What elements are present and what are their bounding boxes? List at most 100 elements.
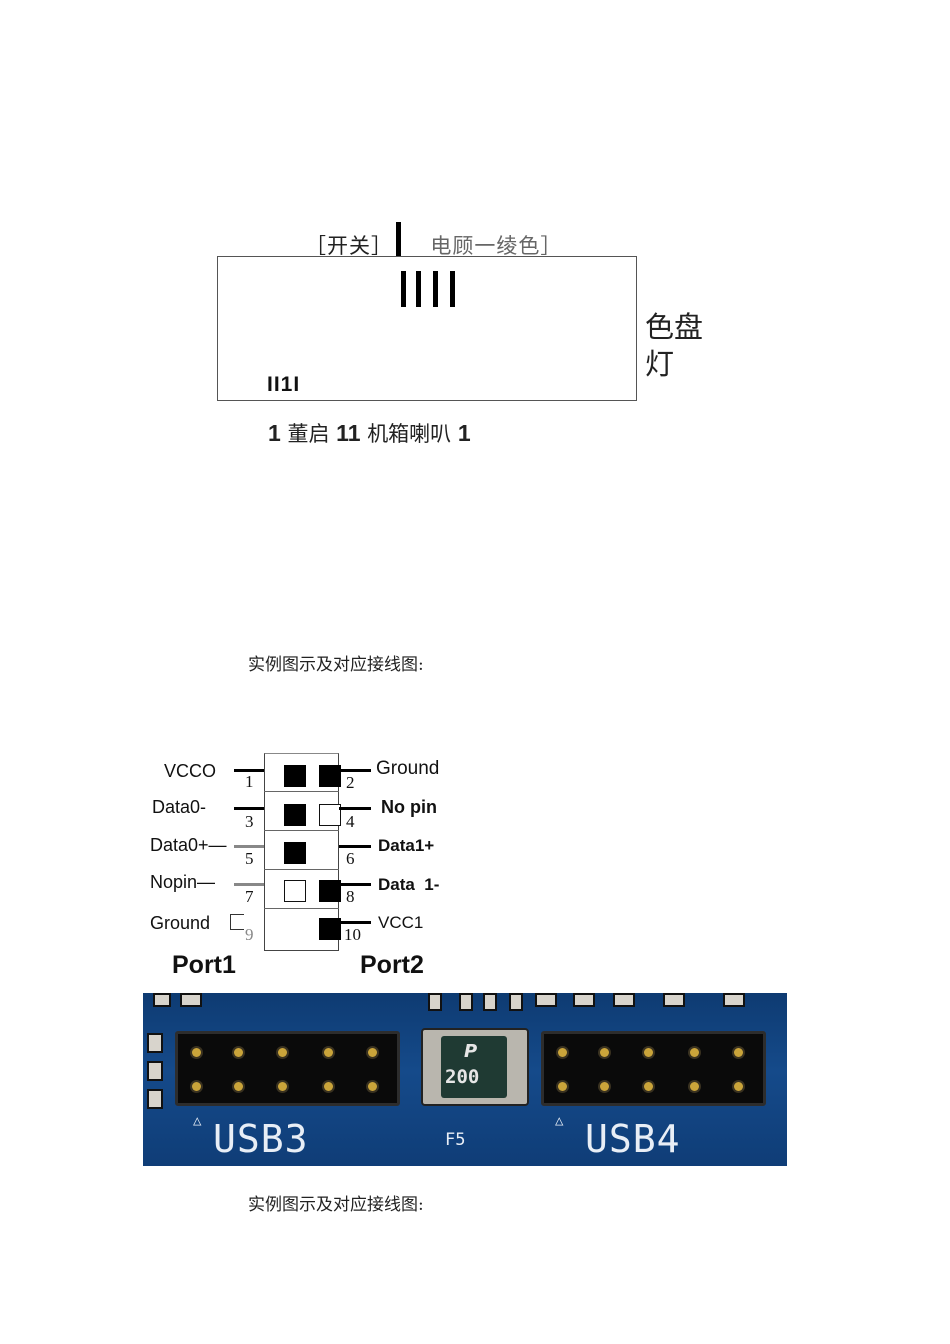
pin-label-right: VCC1 bbox=[378, 913, 424, 932]
panel-inner-label: II1I bbox=[267, 373, 301, 396]
panel-header: ［开关］ 电顾一绫色］ bbox=[305, 230, 562, 260]
switch-label: ［开关］ bbox=[305, 234, 393, 258]
pin-pad bbox=[368, 1082, 377, 1091]
fuse-silk-label: F5 bbox=[445, 1130, 466, 1150]
pin-label-left: Data0+— bbox=[150, 835, 227, 855]
motherboard-photo: P 200 △ USB3 F5 △ USB4 bbox=[143, 993, 787, 1166]
caption-1: 实例图示及对应接线图: bbox=[248, 655, 424, 675]
fuse-value: 200 bbox=[445, 1066, 480, 1088]
pin-7 bbox=[284, 880, 306, 902]
smd-component bbox=[459, 993, 473, 1011]
pin-number: 10 bbox=[344, 925, 361, 944]
pin-pad bbox=[234, 1082, 243, 1091]
row-divider bbox=[264, 908, 339, 909]
front-panel-box bbox=[217, 256, 637, 401]
smd-component bbox=[663, 993, 685, 1007]
usb3-silk-label: USB3 bbox=[213, 1117, 309, 1161]
pin-number: 7 bbox=[245, 887, 254, 906]
header-divider-bar bbox=[396, 222, 401, 256]
pin-tick bbox=[416, 271, 421, 307]
smd-component bbox=[573, 993, 595, 1007]
caption-2: 实例图示及对应接线图: bbox=[248, 1195, 424, 1215]
fuse-body bbox=[441, 1036, 507, 1098]
pin-pad bbox=[690, 1048, 699, 1057]
pin-number: 6 bbox=[346, 849, 355, 868]
pin-3 bbox=[284, 804, 306, 826]
pin-pad bbox=[324, 1082, 333, 1091]
pin-number: 2 bbox=[346, 773, 355, 792]
pin-pad bbox=[644, 1082, 653, 1091]
smd-component bbox=[180, 993, 202, 1007]
pin-8 bbox=[319, 880, 341, 902]
pin-label-right: Data 1- bbox=[378, 875, 440, 894]
lead-line bbox=[339, 921, 371, 924]
lead-line bbox=[234, 883, 264, 886]
smd-component bbox=[723, 993, 745, 1007]
smd-component bbox=[153, 993, 171, 1007]
row-divider bbox=[264, 869, 339, 870]
usb-header-diagram: VCCO Data0- Data0+— Nopin— Ground Ground… bbox=[140, 745, 470, 990]
pin-pad bbox=[558, 1082, 567, 1091]
pin-pad bbox=[600, 1048, 609, 1057]
pin-pad bbox=[192, 1048, 201, 1057]
row-divider bbox=[264, 791, 339, 792]
row-divider bbox=[264, 830, 339, 831]
pin-number: 4 bbox=[346, 812, 355, 831]
pin-label-left: VCCO bbox=[164, 761, 217, 781]
pin-pad bbox=[734, 1082, 743, 1091]
smd-component bbox=[147, 1033, 163, 1053]
pin-number: 8 bbox=[346, 887, 355, 906]
pin-tick bbox=[401, 271, 406, 307]
lead-line bbox=[339, 807, 371, 810]
smd-component bbox=[535, 993, 557, 1007]
fuse-component: P 200 bbox=[421, 1028, 529, 1106]
pin-label-left: Data0- bbox=[152, 797, 207, 817]
lead-line bbox=[234, 769, 264, 772]
pin-pad bbox=[368, 1048, 377, 1057]
port2-label: Port2 bbox=[360, 951, 424, 979]
pin-pad bbox=[734, 1048, 743, 1057]
pin-label-right: No pin bbox=[381, 797, 437, 817]
smd-component bbox=[613, 993, 635, 1007]
pin-5 bbox=[284, 842, 306, 864]
speaker-label: 机箱喇叭 bbox=[367, 422, 452, 446]
pin-pad bbox=[278, 1082, 287, 1091]
panel-side-label: 色盘灯 bbox=[645, 310, 704, 381]
pin-pad bbox=[324, 1048, 333, 1057]
bottom-marker: 1 bbox=[457, 420, 471, 446]
pin-number: 3 bbox=[245, 812, 254, 831]
pin-pad bbox=[644, 1048, 653, 1057]
pin-label-left: Nopin— bbox=[150, 872, 216, 892]
ground-bracket bbox=[230, 914, 244, 930]
usb4-header-connector bbox=[541, 1031, 766, 1106]
power-led-label: 电顾一绫色］ bbox=[430, 234, 563, 258]
pin-pad bbox=[192, 1082, 201, 1091]
panel-bottom-labels: 1 董启 11 机箱喇叭 1 bbox=[268, 418, 471, 448]
reset-label: 董启 bbox=[287, 422, 330, 446]
smd-component bbox=[147, 1061, 163, 1081]
pin-4 bbox=[319, 804, 341, 826]
pin-number: 9 bbox=[245, 925, 254, 944]
pin1-triangle-icon: △ bbox=[193, 1113, 202, 1129]
pin-pad bbox=[600, 1082, 609, 1091]
smd-component bbox=[509, 993, 523, 1011]
usb4-silk-label: USB4 bbox=[585, 1117, 681, 1161]
lead-line bbox=[339, 883, 371, 886]
pin-pad bbox=[690, 1082, 699, 1091]
pin-number: 5 bbox=[245, 849, 254, 868]
bottom-marker: 11 bbox=[336, 420, 361, 446]
pin-10 bbox=[319, 918, 341, 940]
bottom-marker: 1 bbox=[268, 420, 281, 446]
lead-line bbox=[234, 807, 264, 810]
pin-1 bbox=[284, 765, 306, 787]
lead-line bbox=[339, 769, 371, 772]
fuse-mark: P bbox=[464, 1041, 478, 1062]
pin-2 bbox=[319, 765, 341, 787]
pin-label-right: Data1+ bbox=[378, 836, 435, 855]
usb3-header-connector bbox=[175, 1031, 400, 1106]
smd-component bbox=[147, 1089, 163, 1109]
pin-label-left: Ground bbox=[150, 913, 211, 933]
smd-component bbox=[483, 993, 497, 1011]
pin-pad bbox=[234, 1048, 243, 1057]
pin-tick bbox=[450, 271, 455, 307]
